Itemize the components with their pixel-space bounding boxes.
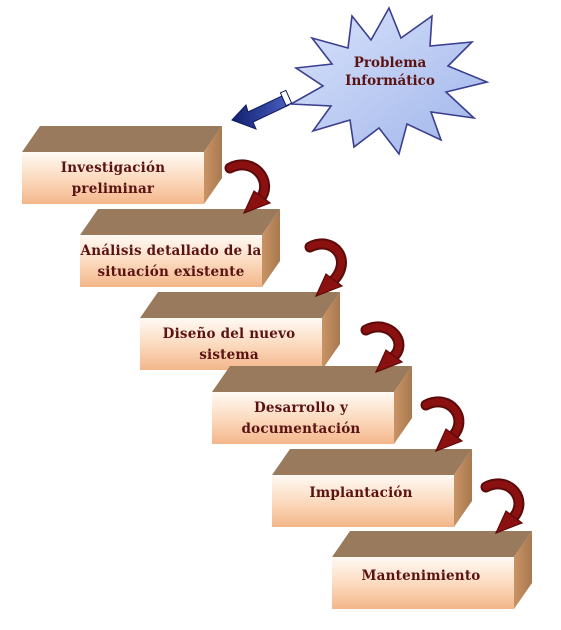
process-step-5 [272,449,472,527]
process-step-6 [332,531,532,609]
step-label-3: Diseño del nuevo sistema [138,324,320,366]
curved-arrow-body-fill [422,398,463,441]
process-step-1 [22,126,222,204]
curved-arrow-head [374,349,404,374]
curved-arrow-5 [480,478,525,535]
step-label-6: Mantenimiento [330,566,512,587]
step-front-face [272,475,454,527]
problem-label-line1: Problema [353,55,427,71]
pointer-arrow-shape [231,94,290,130]
step-side-face [322,292,340,370]
step-front-face [332,557,514,609]
problem-label-line2: Informático [345,73,435,89]
curved-arrow-body-fill [362,323,403,362]
step-4-line2: documentación [241,421,361,437]
curved-arrow-head [494,510,524,535]
curved-arrow-1 [224,159,272,215]
step-3-line2: sistema [199,347,259,363]
curved-arrow-3 [360,321,405,374]
step-top-face [140,292,340,318]
curved-arrow-head [242,190,272,215]
pointer-arrow-tail [279,89,293,107]
process-step-3 [140,292,340,370]
curved-arrow-head [434,428,464,453]
curved-arrow-head [314,273,344,298]
curved-arrow-2 [304,238,347,298]
step-5-line1: Implantación [309,485,413,501]
step-top-face [272,449,472,475]
step-top-face [80,209,280,235]
step-2-line1: Análisis detallado de la [80,243,262,259]
arrows-layer [224,159,525,535]
step-side-face [514,531,532,609]
curved-arrow-body-fill [226,161,269,203]
step-4-line1: Desarrollo y [253,400,349,416]
step-label-4: Desarrollo y documentación [210,398,392,440]
step-front-face [212,392,394,444]
process-step-4 [212,366,412,444]
step-top-face [22,126,222,152]
step-1-line1: Investigación [60,160,166,176]
curved-arrow-4 [420,396,465,453]
problem-label: Problema Informático [330,54,450,90]
step-3-line1: Diseño del nuevo [162,326,296,342]
curved-arrow-body-fill [482,480,523,523]
pointer-arrow [231,89,293,130]
step-side-face [394,366,412,444]
starburst-shape [288,6,490,156]
step-label-5: Implantación [270,483,452,504]
step-label-2: Análisis detallado de la situación exist… [80,241,262,283]
curved-arrow-body-fill [306,240,345,286]
step-6-line1: Mantenimiento [361,568,481,584]
step-top-face [212,366,412,392]
step-front-face [140,318,322,370]
process-step-2 [80,209,280,287]
step-side-face [204,126,222,204]
problem-starburst [288,6,490,156]
step-side-face [454,449,472,527]
step-1-line2: preliminar [71,181,155,197]
step-front-face [80,235,262,287]
step-front-face [22,152,204,204]
step-label-1: Investigación preliminar [22,158,204,200]
steps-layer [22,126,532,609]
step-2-line2: situación existente [97,264,245,280]
step-top-face [332,531,532,557]
step-side-face [262,209,280,287]
